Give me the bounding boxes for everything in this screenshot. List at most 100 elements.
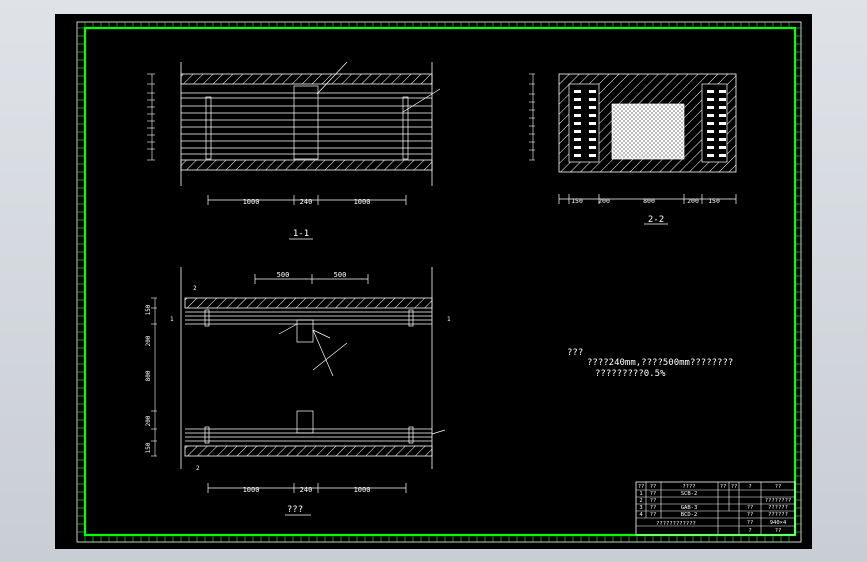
title-block-cell: ??	[650, 491, 657, 497]
dim-1000-left: 1000	[243, 198, 260, 206]
side-dim-200-bottom: 200	[145, 415, 152, 426]
title-block-cell: ??	[650, 512, 657, 518]
notes-line-1: ????240mm,????500mm????????	[587, 358, 733, 368]
drawing-sheet: 1000 240 1000 1-1 150	[55, 14, 812, 549]
marker-2-top: 2	[193, 285, 197, 292]
left-ticks	[147, 73, 155, 161]
dim-500-right: 500	[334, 271, 347, 279]
dim-240: 240	[300, 198, 313, 206]
rebar-dot	[589, 130, 596, 133]
marker-1-left: 1	[170, 316, 174, 323]
rebar-dot	[589, 154, 596, 157]
title-block-cell: 4	[639, 512, 643, 518]
rebar-dot	[589, 146, 596, 149]
title-block-cell: 3	[639, 505, 642, 511]
rebar-dot	[574, 146, 581, 149]
section-2-2: 150 200 800 200 150 2-2	[529, 73, 737, 225]
rebar-lines	[181, 92, 432, 155]
notes-line-2: ?????????0.5%	[595, 369, 666, 379]
rebar-dot	[589, 114, 596, 117]
rebar-dot	[707, 138, 714, 141]
rebar-dot	[574, 90, 581, 93]
title-block-cell: SCB-2	[681, 491, 698, 497]
rebar-dot	[719, 106, 726, 109]
rebar-dot	[707, 154, 714, 157]
rebar-dot	[707, 114, 714, 117]
marker-2-bottom: 2	[196, 465, 200, 472]
plan-view: 500 500	[145, 267, 451, 516]
rebar-dot	[589, 138, 596, 141]
title-block-cell: ??????	[768, 505, 788, 511]
left-side-ticks	[151, 297, 157, 457]
dim-150-left: 150	[571, 197, 583, 205]
rebar-dot	[719, 98, 726, 101]
title-block-cell: ??	[775, 528, 782, 534]
title-block-cell: 940×4	[770, 520, 787, 526]
title-block-cell: ??	[747, 505, 754, 511]
rebar-dot	[589, 106, 596, 109]
dim-1000-right: 1000	[354, 198, 371, 206]
plan-title: ???	[287, 505, 303, 515]
title-block-cell: ??	[747, 520, 754, 526]
rebar-dot	[574, 130, 581, 133]
rebar-dot	[589, 90, 596, 93]
side-dim-800: 800	[145, 370, 152, 381]
side-dim-150-top: 150	[145, 304, 152, 315]
title-block-header: ?	[748, 484, 751, 490]
dimension-line-2-2	[558, 194, 737, 204]
title-block-header: ??	[720, 484, 727, 490]
rebar-dot	[719, 154, 726, 157]
upper-wall-hatch	[184, 297, 433, 309]
left-ticks-2-2	[529, 73, 535, 161]
title-block-cell: ?	[748, 528, 751, 534]
title-block-header: ??	[731, 484, 738, 490]
lower-wall-hatch	[184, 445, 433, 457]
dimension-line-1-1	[207, 195, 407, 205]
rebar-dot	[574, 98, 581, 101]
rebar-dot	[574, 106, 581, 109]
rebar-dot	[719, 90, 726, 93]
plan-dim-1000-left: 1000	[243, 486, 260, 494]
side-dim-200-top: 200	[145, 335, 152, 346]
inner-frame	[83, 26, 797, 537]
rebar-dot	[574, 122, 581, 125]
title-block-cell: ??	[747, 512, 754, 518]
rebar-dot	[707, 106, 714, 109]
general-notes: ??? ????240mm,????500mm???????? ????????…	[567, 348, 733, 379]
title-block-cell: ??	[650, 498, 657, 504]
title-block-cell: GAB-3	[681, 505, 698, 511]
rebar-dots	[574, 90, 726, 157]
title-block-header: ????	[682, 484, 695, 490]
side-dim-150-bottom: 150	[145, 442, 152, 453]
rebar-dot	[707, 122, 714, 125]
rebar-dot	[574, 138, 581, 141]
title-block-cell: 1	[639, 491, 642, 497]
plan-dim-1000-right: 1000	[354, 486, 371, 494]
rebar-dot	[719, 138, 726, 141]
title-block-cell: ??	[650, 505, 657, 511]
marker-1-right: 1	[447, 316, 451, 323]
rebar-dot	[589, 98, 596, 101]
dim-500-left: 500	[277, 271, 290, 279]
dim-800: 800	[643, 197, 655, 205]
title-block-cell: 2	[639, 498, 642, 504]
bottom-dimension	[207, 483, 407, 493]
plan-dim-240: 240	[300, 486, 313, 494]
title-block-header: ??	[638, 484, 645, 490]
rebar-dot	[707, 130, 714, 133]
rebar-dot	[589, 122, 596, 125]
section-title-2-2: 2-2	[648, 215, 664, 225]
title-block-header: ??	[650, 484, 657, 490]
rebar-dot	[707, 146, 714, 149]
rebar-dot	[719, 122, 726, 125]
dim-200-right: 200	[687, 197, 699, 205]
dim-150-right: 150	[708, 197, 720, 205]
rebar-dot	[707, 98, 714, 101]
rebar-dot	[574, 114, 581, 117]
rebar-dot	[707, 90, 714, 93]
dim-200-left: 200	[598, 197, 610, 205]
title-block-cell: ??????	[768, 512, 788, 518]
section-1-1: 1000 240 1000 1-1	[147, 61, 441, 240]
rebar-dot	[719, 130, 726, 133]
